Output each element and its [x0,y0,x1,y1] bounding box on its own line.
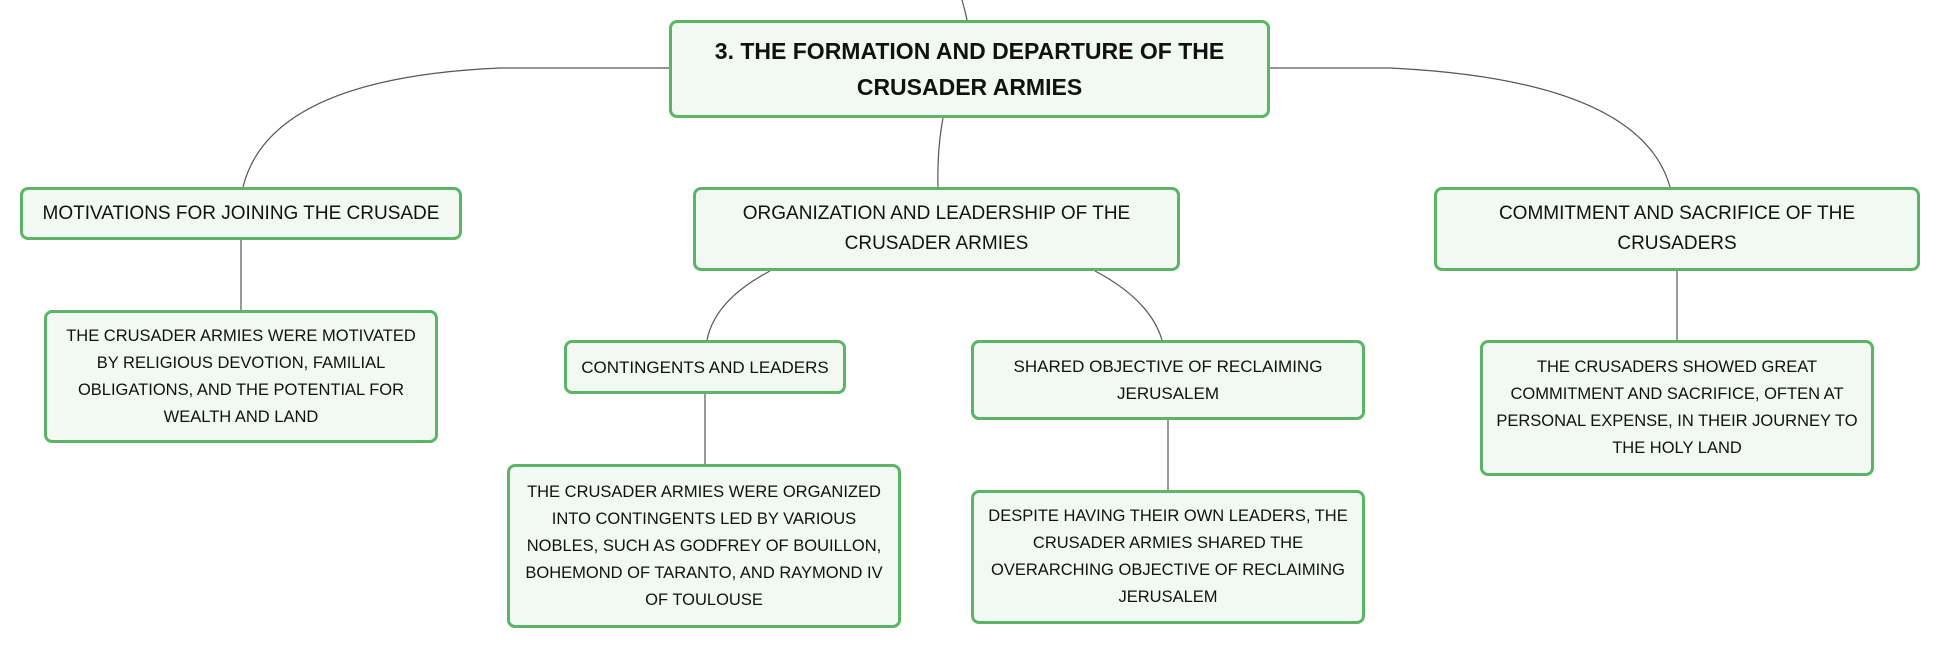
connector-parent-to-root [961,0,968,21]
objective-detail-node[interactable]: DESPITE HAVING THEIR OWN LEADERS, THE CR… [971,490,1365,624]
objective-node[interactable]: SHARED OBJECTIVE OF RECLAIMING JERUSALEM [971,340,1365,420]
objective-node-label: SHARED OBJECTIVE OF RECLAIMING JERUSALEM [1013,357,1323,403]
motivations-detail-label: THE CRUSADER ARMIES WERE MOTIVATED BY RE… [66,326,416,426]
root-node-label: 3. THE FORMATION AND DEPARTURE OF THE CR… [714,38,1225,100]
organization-node-label: ORGANIZATION AND LEADERSHIP OF THE CRUSA… [742,203,1131,254]
connector-root-to-motivations [242,67,669,188]
contingents-node-label: CONTINGENTS AND LEADERS [581,357,829,377]
contingents-node[interactable]: CONTINGENTS AND LEADERS [564,340,846,394]
root-node[interactable]: 3. THE FORMATION AND DEPARTURE OF THE CR… [669,20,1270,118]
commitment-detail-node[interactable]: THE CRUSADERS SHOWED GREAT COMMITMENT AN… [1480,340,1874,476]
contingents-detail-node[interactable]: THE CRUSADER ARMIES WERE ORGANIZED INTO … [507,464,901,628]
connector-organization-to-contingents [706,270,771,341]
motivations-node-label: MOTIVATIONS FOR JOINING THE CRUSADE [42,202,440,224]
connector-organization-to-objective [1094,270,1163,341]
commitment-node[interactable]: COMMITMENT AND SACRIFICE OF THE CRUSADER… [1434,187,1920,271]
organization-node[interactable]: ORGANIZATION AND LEADERSHIP OF THE CRUSA… [693,187,1180,271]
motivations-node[interactable]: MOTIVATIONS FOR JOINING THE CRUSADE [20,187,462,240]
objective-detail-label: DESPITE HAVING THEIR OWN LEADERS, THE CR… [988,507,1348,606]
connector-root-to-commitment [1270,67,1671,188]
motivations-detail-node[interactable]: THE CRUSADER ARMIES WERE MOTIVATED BY RE… [44,310,438,443]
commitment-node-label: COMMITMENT AND SACRIFICE OF THE CRUSADER… [1498,203,1856,254]
connector-root-to-organization [937,117,944,188]
commitment-detail-label: THE CRUSADERS SHOWED GREAT COMMITMENT AN… [1496,358,1858,457]
contingents-detail-label: THE CRUSADER ARMIES WERE ORGANIZED INTO … [525,482,883,609]
